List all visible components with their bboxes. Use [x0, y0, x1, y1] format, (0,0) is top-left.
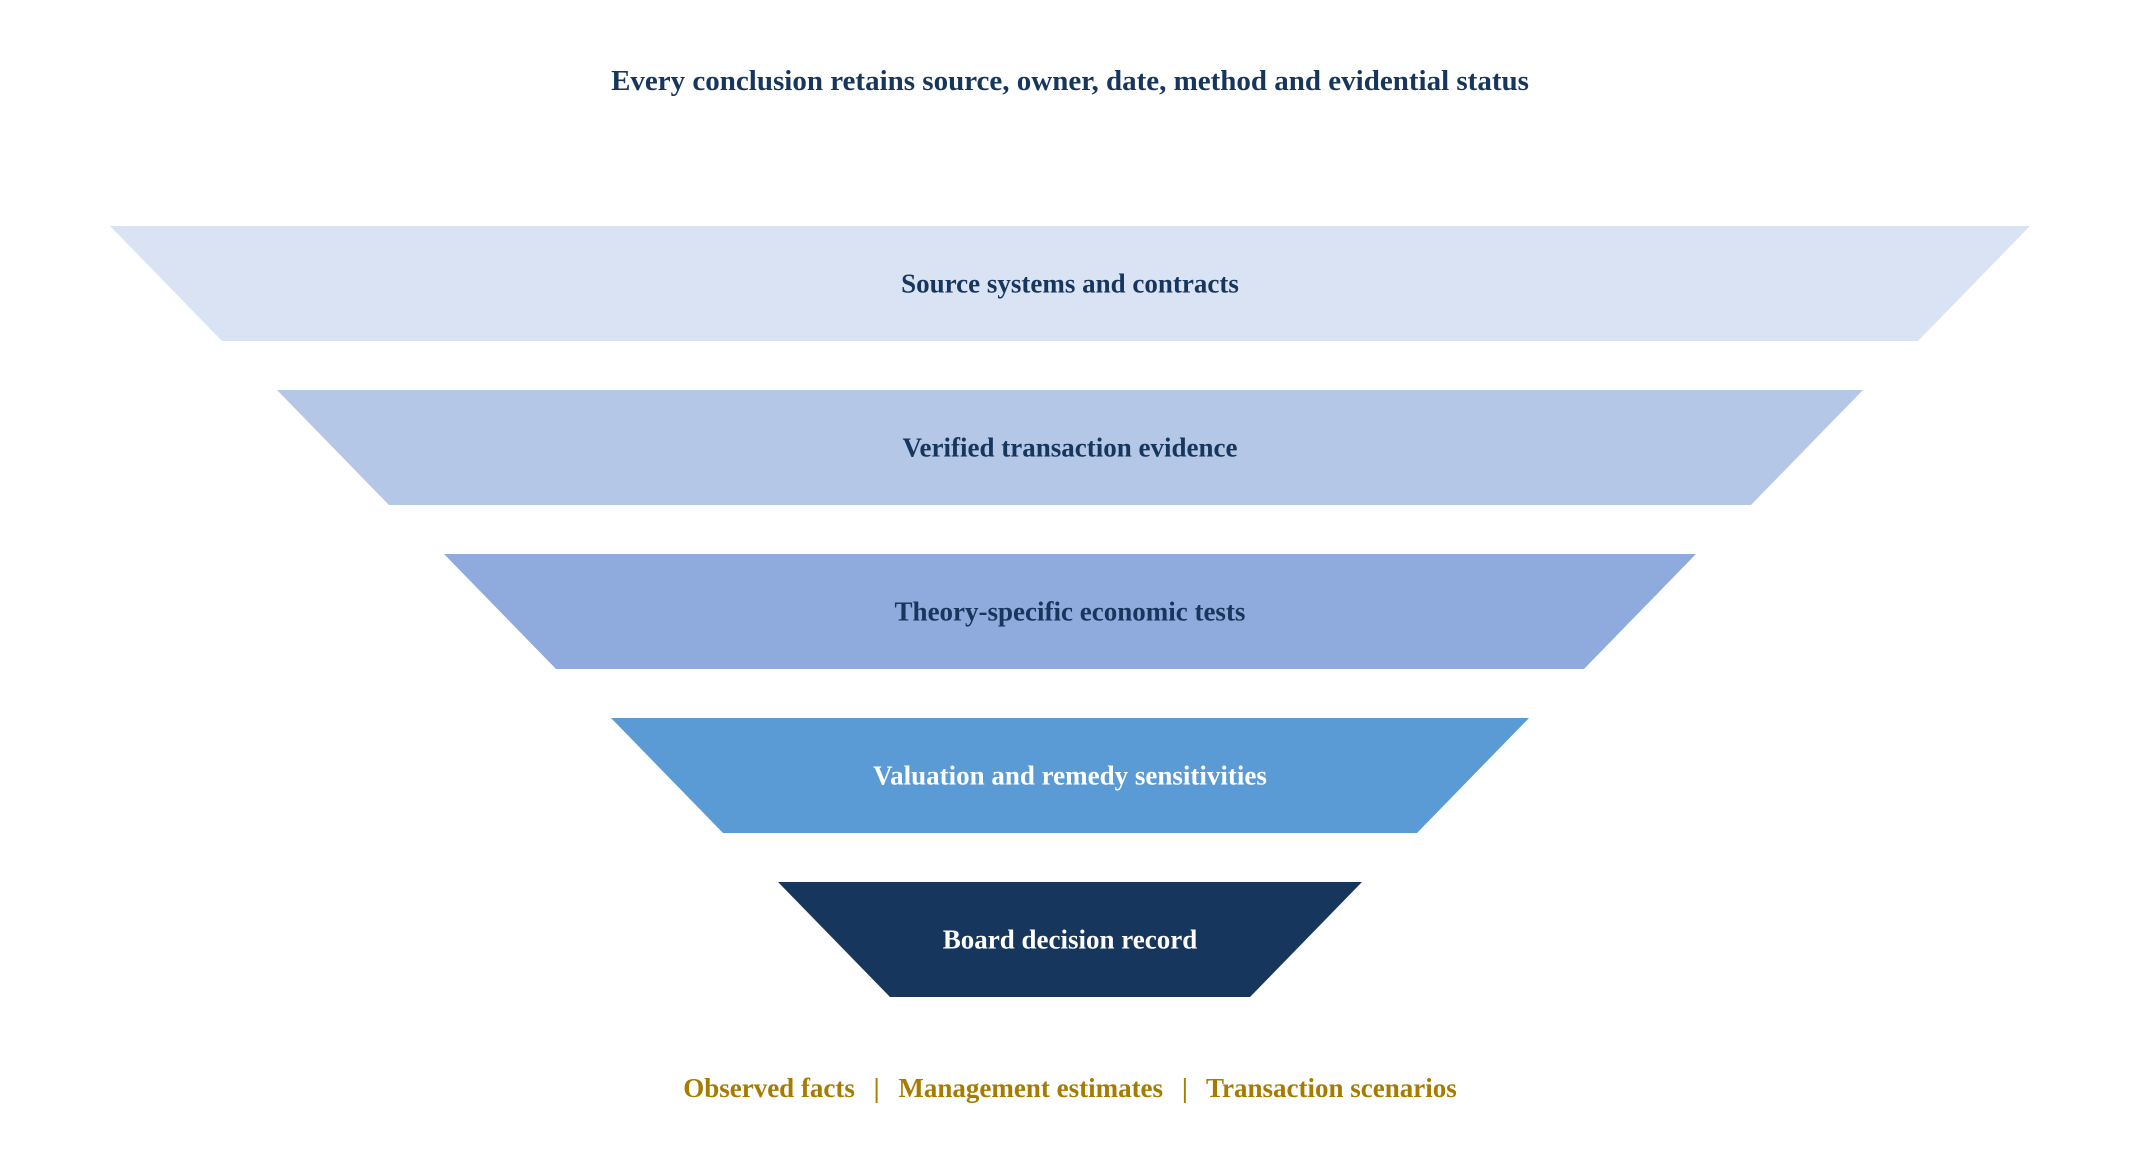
funnel-level-label-source-systems: Source systems and contracts: [901, 269, 1239, 299]
funnel-level-label-board-decision: Board decision record: [943, 925, 1197, 955]
funnel-level-source-systems: [110, 226, 2030, 341]
evidence-status-legend: Observed facts | Management estimates | …: [683, 1073, 1457, 1103]
legend-separator: |: [874, 1073, 880, 1103]
funnel-level-economic-tests: [444, 554, 1696, 669]
legend-separator: |: [1182, 1073, 1188, 1103]
legend-item-transaction-scenarios: Transaction scenarios: [1206, 1073, 1457, 1103]
funnel-level-verified-evidence: [277, 390, 1863, 505]
funnel-level-label-economic-tests: Theory-specific economic tests: [895, 597, 1246, 627]
legend-item-observed-facts: Observed facts: [683, 1073, 855, 1103]
funnel-level-board-decision: [778, 882, 1362, 997]
diagram-title: Every conclusion retains source, owner, …: [611, 65, 1529, 97]
legend-item-management-estimates: Management estimates: [898, 1073, 1163, 1103]
funnel-level-label-verified-evidence: Verified transaction evidence: [903, 433, 1238, 463]
funnel-level-valuation-sensitivities: [611, 718, 1529, 833]
funnel-level-label-valuation-sensitivities: Valuation and remedy sensitivities: [873, 761, 1267, 791]
